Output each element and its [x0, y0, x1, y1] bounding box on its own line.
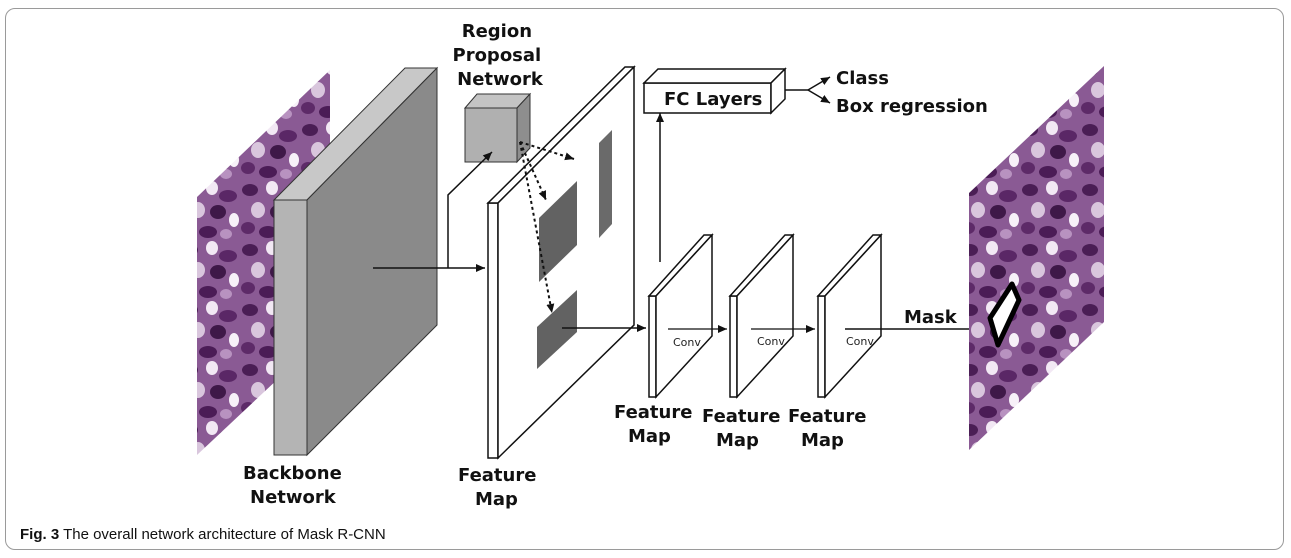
output-image	[969, 66, 1104, 450]
conv-label-1: Conv	[673, 336, 701, 349]
arrow-to-rpn	[448, 152, 492, 268]
figure-caption: Fig. 3 The overall network architecture …	[20, 526, 386, 543]
feature-map-main-label: Feature Map	[458, 465, 543, 510]
feature-map-1	[649, 235, 712, 397]
arrow-box-regression	[808, 90, 830, 103]
rpn-cube	[465, 94, 530, 162]
mask-label: Mask	[904, 307, 958, 328]
box-regression-label: Box regression	[836, 96, 988, 117]
conv-label-2: Conv	[757, 335, 785, 348]
arrow-class	[808, 77, 830, 90]
backbone-label: Backbone Network	[243, 463, 348, 508]
rpn-label: Region Proposal Network	[453, 21, 548, 90]
feature-map-1-label: Feature Map	[614, 402, 699, 447]
fc-layers-label: FC Layers	[664, 89, 762, 110]
conv-label-3: Conv	[846, 335, 874, 348]
feature-map-2-label: Feature Map	[702, 406, 787, 451]
feature-map-3	[818, 235, 881, 397]
feature-map-3-label: Feature Map	[788, 406, 873, 451]
feature-map-2	[730, 235, 793, 397]
caption-text: The overall network architecture of Mask…	[63, 526, 386, 543]
figure-number: Fig. 3	[20, 526, 59, 543]
class-label: Class	[836, 68, 889, 89]
roi-box-2	[599, 130, 612, 238]
